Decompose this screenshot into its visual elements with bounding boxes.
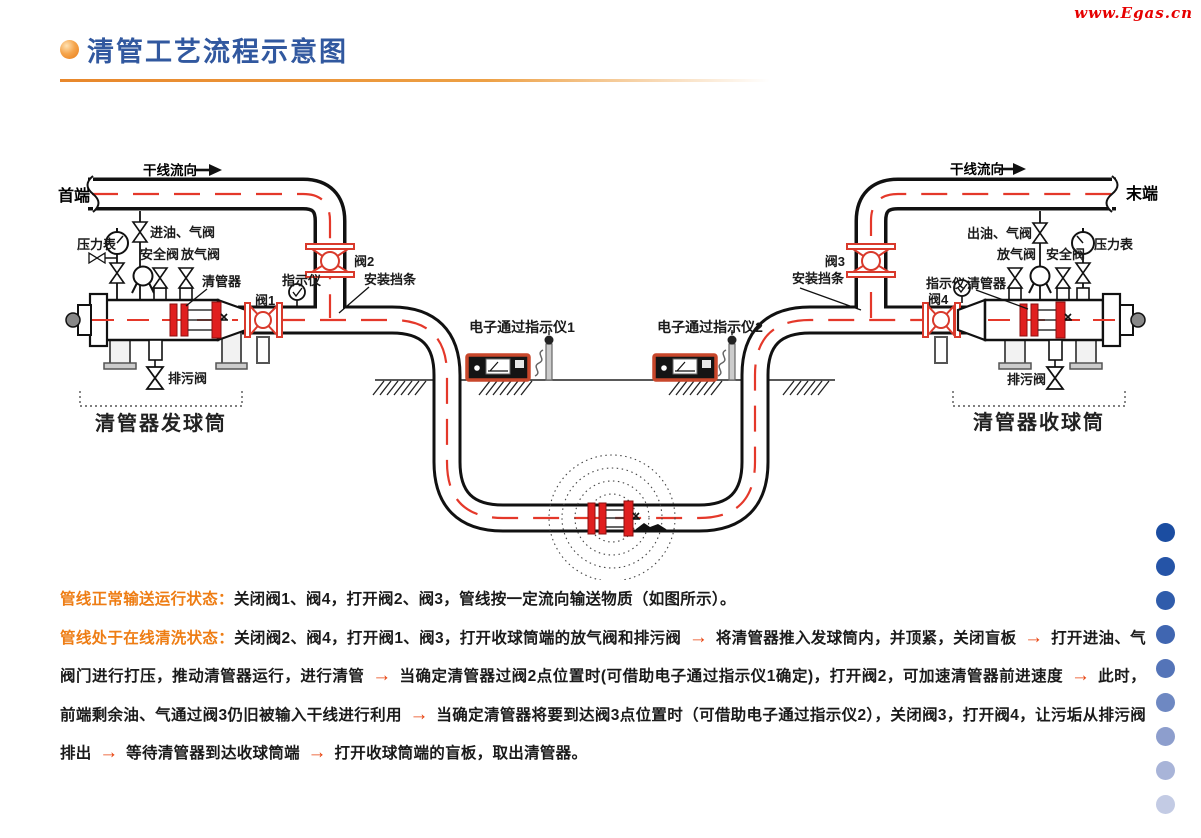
epi1-label: 电子通过指示仪1 <box>469 319 575 335</box>
note-segment-text: 当确定清管器过阀2点位置时(可借助电子通过指示仪1确定)，打开阀2，可加速清管器… <box>394 668 1069 685</box>
pig-right-label: 清管器 <box>967 276 1007 291</box>
blue-dot <box>1156 795 1175 814</box>
drain-right-label: 排污阀 <box>1007 372 1046 387</box>
valve3-symbol <box>846 243 896 278</box>
note-segment-text: 打开收球筒端的盲板，取出清管器。 <box>329 745 588 762</box>
note-segment-arrow: → <box>372 665 392 686</box>
pipe-break-right <box>1105 175 1119 213</box>
blue-dot <box>1156 693 1175 712</box>
receiver-bracket <box>952 391 1126 407</box>
operation-notes: 管线正常输送运行状态：关闭阀1、阀4，打开阀2、阀3，管线按一定流向输送物质（如… <box>60 581 1146 773</box>
electronic-indicator-2 <box>652 330 737 382</box>
indicator-left-label: 指示仪 <box>282 273 322 288</box>
blue-dot <box>1156 727 1175 746</box>
leader-lines <box>185 286 1029 314</box>
blue-dot <box>1156 659 1175 678</box>
site-watermark: www.Egas.cn <box>1074 4 1193 22</box>
note-segment-arrow: → <box>409 703 429 725</box>
note-segment-text: 打开进油、气阀门进行打压，推动清管器运行，进行清管 <box>60 629 1146 686</box>
tail-end-label: 末端 <box>1126 184 1158 203</box>
safety-valve-right-label: 安全阀 <box>1046 247 1085 262</box>
note-segment-text: 此时，前端剩余油、气通过阀3仍旧被输入干线进行利用 <box>60 668 1147 724</box>
page-title: 清管工艺流程示意图 <box>87 37 348 67</box>
flow-arrow-left-icon <box>194 164 222 176</box>
vent-valve-right-label: 放气阀 <box>996 247 1036 262</box>
valve3-label: 阀3 <box>825 254 845 269</box>
inlet-valve-label: 进油、气阀 <box>150 225 215 240</box>
note-segment-text: 当确定清管器将要到达阀3点位置时（可借助电子通过指示仪2），关闭阀3，打开阀4，… <box>60 706 1146 763</box>
page-header: 清管工艺流程示意图 <box>60 30 800 82</box>
electronic-indicator-1 <box>465 330 554 382</box>
pig-receiver <box>956 211 1146 390</box>
blue-dot <box>1156 523 1175 542</box>
indicator-left-symbol <box>288 283 306 307</box>
note-segment-arrow: → <box>1071 665 1091 686</box>
title-underline <box>60 79 770 82</box>
normal-operation-paragraph: 管线正常输送运行状态：关闭阀1、阀4，打开阀2、阀3，管线按一定流向输送物质（如… <box>60 581 1146 619</box>
online-cleaning-paragraph: 管线处于在线清洗状态：关闭阀2、阀4，打开阀1、阀3，打开收球筒端的放气阀和排污… <box>60 619 1146 773</box>
pipe-break-left <box>86 175 100 213</box>
valve1-symbol <box>244 302 283 364</box>
blue-dot <box>1156 761 1175 780</box>
launcher-bracket <box>79 391 243 407</box>
title-bullet-icon <box>60 40 79 59</box>
indicator-right-label: 指示仪 <box>926 276 966 291</box>
receiver-label: 清管器收球筒 <box>973 410 1105 434</box>
pig-left-label: 清管器 <box>202 274 242 289</box>
note-segment-text: 关闭阀1、阀4，打开阀2、阀3，管线按一定流向输送物质（如图所示）。 <box>233 591 736 608</box>
flow-direction-right-label: 干线流向 <box>950 161 1004 177</box>
flow-direction-left-label: 干线流向 <box>143 162 197 178</box>
pressure-gauge-right-label: 压力表 <box>1094 237 1134 252</box>
stop-bar-right-label: 安装挡条 <box>792 271 845 286</box>
note-segment-arrow: → <box>307 742 327 763</box>
valve4-label: 阀4 <box>928 292 949 307</box>
epi2-label: 电子通过指示仪2 <box>657 319 763 335</box>
note-segment-text: 关闭阀2、阀4，打开阀1、阀3，打开收球筒端的放气阀和排污阀 <box>234 629 686 647</box>
note-segment-text: 将清管器推入发球筒内，并顶紧，关闭盲板 <box>711 629 1022 647</box>
pressure-gauge-left-label: 压力表 <box>77 237 117 252</box>
debris <box>636 523 667 530</box>
note-segment-heading: 管线处于在线清洗状态： <box>60 629 235 647</box>
blue-dot <box>1156 625 1175 644</box>
blue-dot <box>1156 557 1175 576</box>
note-segment-heading: 管线正常输送运行状态： <box>60 591 234 608</box>
note-segment-arrow: → <box>99 742 119 763</box>
note-segment-text: 等待清管器到达收球筒端 <box>121 745 305 762</box>
pig-launcher <box>65 211 248 390</box>
outlet-valve-label: 出油、气阀 <box>967 226 1032 241</box>
valve1-label: 阀1 <box>255 293 275 308</box>
valve2-symbol <box>305 243 355 278</box>
stop-bar-left-label: 安装挡条 <box>364 272 417 287</box>
safety-valve-left-label: 安全阀 <box>140 247 179 262</box>
blue-dot <box>1156 591 1175 610</box>
note-segment-arrow: → <box>1024 626 1044 648</box>
drain-left-label: 排污阀 <box>168 371 207 386</box>
vent-valve-left-label: 放气阀 <box>180 247 220 262</box>
pig-in-pipeline <box>548 454 676 580</box>
launcher-label: 清管器发球筒 <box>95 411 227 435</box>
side-dots-decoration <box>1156 523 1176 829</box>
indicator-right-symbol <box>953 279 971 303</box>
valve2-label: 阀2 <box>354 254 374 269</box>
flow-arrow-right-icon <box>1000 163 1026 175</box>
head-end-label: 首端 <box>58 186 90 205</box>
note-segment-arrow: → <box>688 626 709 648</box>
process-flow-diagram: 干线流向 干线流向 首端 末端 <box>58 161 1158 580</box>
